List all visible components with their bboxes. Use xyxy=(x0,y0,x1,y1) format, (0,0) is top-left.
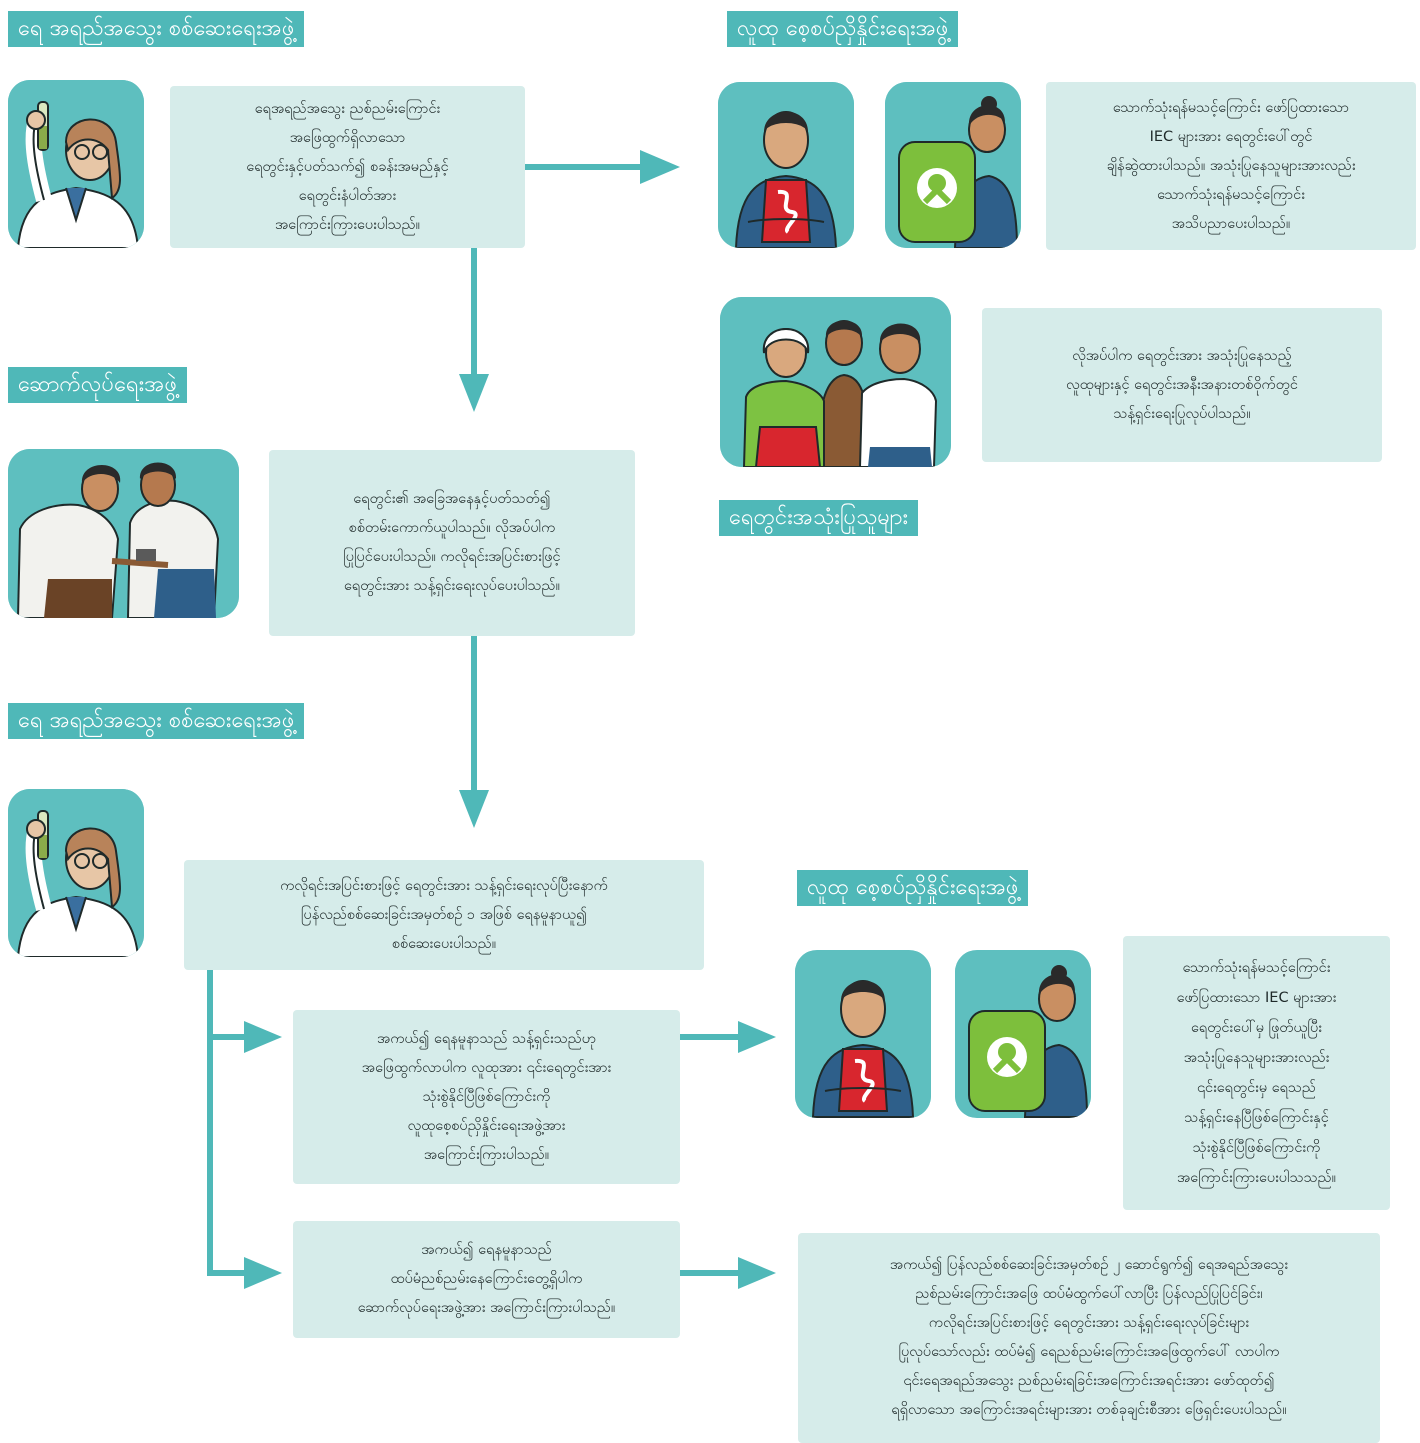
box-community-notice: သောက်သုံးရန်မသင့်ကြောင်း ဖော်ပြထားသော IE… xyxy=(1046,82,1416,250)
box-initial-test: ရေအရည်အသွေး ညစ်ညမ်းကြောင်း အဖြေထွက်ရှိလာ… xyxy=(170,86,525,248)
box-community-notice-text: သောက်သုံးရန်မသင့်ကြောင်း ဖော်ပြထားသော IE… xyxy=(1106,99,1356,232)
scientist-icon xyxy=(8,789,144,957)
box-second-retest: အကယ်၍ ပြန်လည်စစ်ဆေးခြင်းအမှတ်စဉ် ၂ ဆောင်… xyxy=(798,1233,1380,1443)
woman-backpack-icon xyxy=(955,950,1091,1118)
arrowhead-contaminated-to-second xyxy=(738,1257,776,1289)
scientist-icon xyxy=(8,80,144,248)
villagers-icon xyxy=(720,297,951,467)
box-clean-result-text: အကယ်၍ ရေနမူနာသည် သန့်ရှင်းသည်ဟု အဖြေထွက်… xyxy=(361,1030,612,1163)
arrowhead-initial-to-construction xyxy=(459,374,489,412)
label-construction-team: ဆောက်လုပ်ရေးအဖွဲ့ xyxy=(8,367,188,403)
arrowhead-clean-to-community xyxy=(738,1021,776,1053)
box-construction-check: ရေတွင်း၏ အခြေအနေနှင့်ပတ်သတ်၍ စစ်တမ်းကောက… xyxy=(269,450,635,636)
label-community-team-2: လူထု စေ့စပ်ညှိနှိုင်းရေးအဖွဲ့ xyxy=(797,870,1029,906)
box-second-retest-text: အကယ်၍ ပြန်လည်စစ်ဆေးခြင်းအမှတ်စဉ် ၂ ဆောင်… xyxy=(889,1257,1289,1418)
label-water-quality-team-2: ရေ အရည်အသွေး စစ်ဆေးရေးအဖွဲ့ xyxy=(8,703,305,739)
arrowhead-construction-to-retest xyxy=(459,790,489,828)
arrowhead-branch-contaminated xyxy=(244,1257,282,1289)
label-community-team-1: လူထု စေ့စပ်ညှိနှိုင်းရေးအဖွဲ့ xyxy=(727,11,959,47)
arrowhead-branch-clean xyxy=(244,1021,282,1053)
label-water-users: ရေတွင်းအသုံးပြုသူများ xyxy=(719,500,919,536)
man-icon xyxy=(795,950,931,1118)
box-community-clean-notice: သောက်သုံးရန်မသင့်ကြောင်း ဖော်ပြထားသော IE… xyxy=(1123,936,1390,1210)
box-contaminated-result: အကယ်၍ ရေနမူနာသည် ထပ်မံညစ်ညမ်းနေကြောင်းတွ… xyxy=(293,1221,680,1338)
woman-backpack-icon xyxy=(885,82,1021,248)
box-clean-result: အကယ်၍ ရေနမူနာသည် သန့်ရှင်းသည်ဟု အဖြေထွက်… xyxy=(293,1010,680,1184)
box-community-clean-notice-text: သောက်သုံးရန်မသင့်ကြောင်း ဖော်ပြထားသော IE… xyxy=(1176,960,1337,1186)
box-construction-check-text: ရေတွင်း၏ အခြေအနေနှင့်ပတ်သတ်၍ စစ်တမ်းကောက… xyxy=(343,491,561,594)
box-retest-text: ကလိုရင်းအပြင်းစားဖြင့် ရေတွင်းအား သန့်ရှ… xyxy=(280,877,608,952)
workers-icon xyxy=(8,449,239,618)
arrowhead-initial-to-community xyxy=(640,150,680,184)
man-icon xyxy=(718,82,854,248)
box-retest: ကလိုရင်းအပြင်းစားဖြင့် ရေတွင်းအား သန့်ရှ… xyxy=(184,860,704,970)
box-initial-test-text: ရေအရည်အသွေး ညစ်ညမ်းကြောင်း အဖြေထွက်ရှိလာ… xyxy=(246,100,449,233)
box-contaminated-result-text: အကယ်၍ ရေနမူနာသည် ထပ်မံညစ်ညမ်းနေကြောင်းတွ… xyxy=(357,1242,616,1316)
box-user-cleaning-text: လိုအပ်ပါက ရေတွင်းအား အသုံးပြုနေသည့် လူထု… xyxy=(1066,347,1298,422)
label-water-quality-team-1: ရေ အရည်အသွေး စစ်ဆေးရေးအဖွဲ့ xyxy=(8,11,305,47)
box-user-cleaning: လိုအပ်ပါက ရေတွင်းအား အသုံးပြုနေသည့် လူထု… xyxy=(982,308,1382,462)
